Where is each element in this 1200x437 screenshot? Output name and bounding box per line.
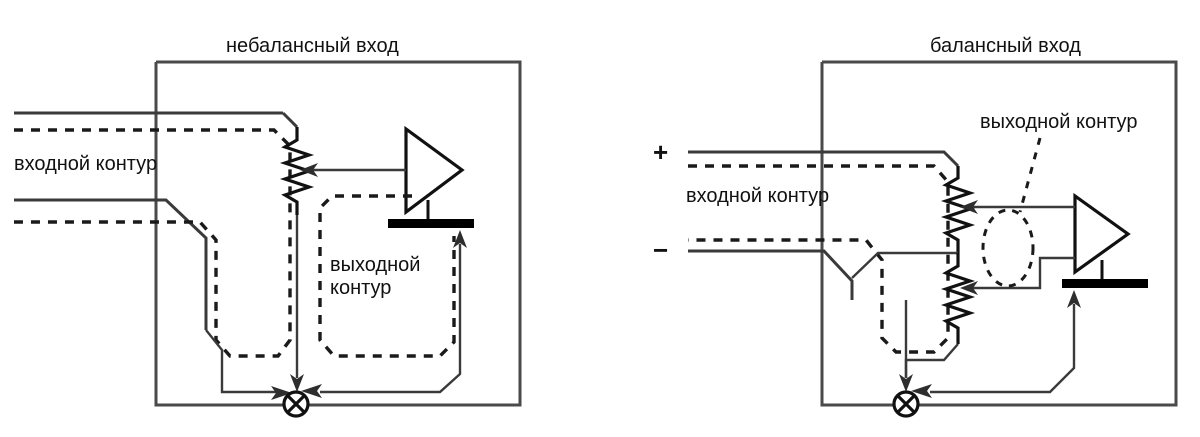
- resistor-zigzag-lower-balanced: [940, 253, 976, 344]
- star-ground-point-balanced: [892, 390, 920, 418]
- input-cable-top-bend: [281, 111, 299, 129]
- panel-unbalanced: небалансный вход входной контур выходной…: [14, 35, 522, 418]
- shield-return-wire-unbalanced: [205, 329, 280, 394]
- amp-input-wire-lower-balanced: [972, 256, 1075, 290]
- panel-balanced-title: балансный вход: [930, 35, 1081, 57]
- arrow-left-into-upper-resistor: [960, 200, 978, 214]
- chassis-box-unbalanced: [154, 60, 522, 407]
- arrow-left-into-star-balanced: [911, 384, 932, 398]
- star-return-wire-unbalanced: [320, 244, 462, 394]
- output-loop-leader-balanced: [1018, 137, 1042, 213]
- arrow-down-to-star-unbalanced: [290, 374, 304, 392]
- output-loop-ellipse-balanced: [981, 208, 1035, 288]
- arrow-right-into-star-left-unbalanced: [271, 386, 292, 400]
- label-output-loop-balanced: выходной контур: [980, 111, 1137, 133]
- resistor-to-star-wire-balanced: [904, 343, 959, 378]
- input-cable-plus-solid: [688, 150, 960, 168]
- input-loop-dashed-balanced: [688, 164, 950, 354]
- panel-unbalanced-title: небалансный вход: [226, 35, 399, 57]
- label-positive-terminal: +: [653, 137, 668, 167]
- chassis-box-balanced: [820, 60, 1178, 407]
- arrow-up-to-ground-bar-unbalanced: [453, 230, 467, 248]
- input-loop-dashed-unbalanced: [14, 128, 292, 358]
- label-output-loop-unbalanced-line2: контур: [330, 277, 391, 299]
- chassis-ground-bar-unbalanced: [388, 219, 474, 228]
- label-negative-terminal: −: [653, 235, 668, 265]
- arrow-left-into-star-right-unbalanced: [301, 384, 322, 398]
- input-cable-bottom-solid: [14, 198, 208, 330]
- panel-balanced: балансный вход + − входной контур: [653, 35, 1178, 418]
- input-cable-minus-solid: [688, 249, 854, 300]
- arrow-left-into-resistor-unbalanced: [300, 163, 318, 177]
- arrow-left-into-lower-resistor: [960, 281, 978, 295]
- amplifier-triangle-balanced: [1073, 192, 1131, 276]
- star-return-wire-balanced: [930, 304, 1076, 394]
- output-loop-dashed-unbalanced: [318, 194, 456, 358]
- label-input-loop-balanced: входной контур: [686, 185, 829, 207]
- amplifier-triangle-unbalanced: [404, 125, 465, 216]
- arrow-up-to-ground-bar-balanced: [1067, 290, 1081, 308]
- star-ground-point-unbalanced: [282, 390, 310, 418]
- chassis-ground-bar-balanced: [1062, 279, 1148, 288]
- resistor-mid-tap-wire: [851, 251, 958, 279]
- label-output-loop-unbalanced-line1: выходной: [330, 254, 420, 276]
- arrow-down-to-star-balanced: [899, 374, 913, 392]
- label-input-loop-unbalanced: входной контур: [14, 153, 157, 175]
